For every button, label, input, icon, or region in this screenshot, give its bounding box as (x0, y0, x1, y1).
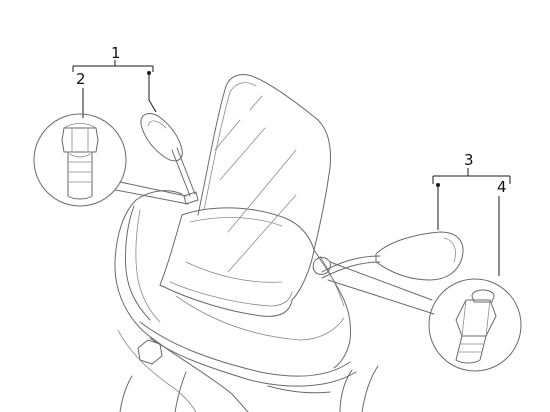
callout-label-3: 3 (464, 151, 474, 169)
callout-3-group: 3 4 (432, 151, 511, 276)
callout-label-2: 2 (76, 70, 86, 88)
right-mirror (312, 231, 464, 281)
right-detail-inset (327, 261, 522, 372)
callout-1-group: 1 2 (72, 44, 157, 118)
scooter-front-body (114, 190, 379, 412)
callout-label-4: 4 (497, 178, 507, 196)
callout-label-1: 1 (111, 44, 121, 62)
left-detail-inset (33, 113, 189, 207)
left-mirror (140, 113, 199, 205)
windscreen (197, 73, 331, 273)
